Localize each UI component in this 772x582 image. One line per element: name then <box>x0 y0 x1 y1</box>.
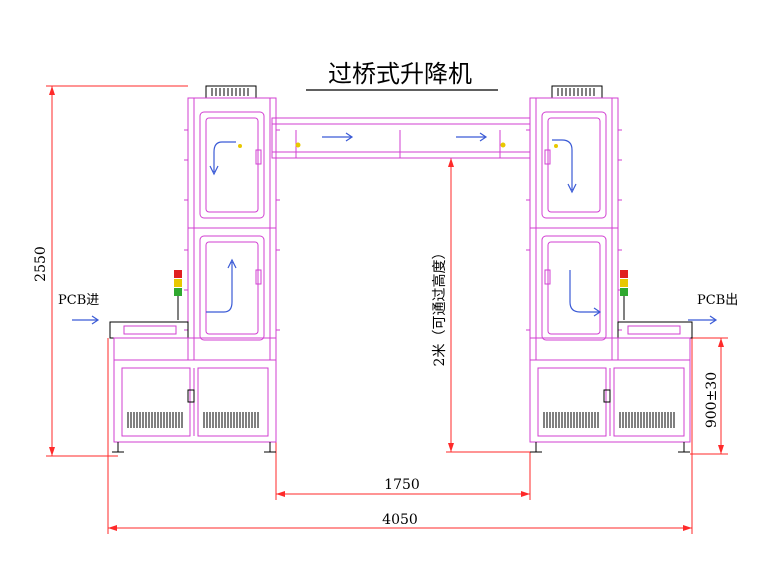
arrowhead <box>276 491 285 497</box>
flow-arrow-icon <box>322 132 354 142</box>
pcb-out-label: PCB出 <box>697 293 738 308</box>
left-sensor-icon <box>238 144 242 148</box>
left-tower-flow <box>206 141 237 313</box>
right-upper-window <box>541 111 607 219</box>
right-lower-window-inner <box>547 241 601 335</box>
sensor-icon <box>295 142 301 148</box>
left-upper-flow-arrow-icon <box>209 141 236 176</box>
arrowhead <box>521 491 530 497</box>
arrowhead <box>718 338 724 347</box>
right-tower-frame <box>529 97 619 361</box>
right-sensor-icon <box>554 144 558 148</box>
sensor-icon <box>500 142 506 148</box>
left-upper-handle <box>255 149 262 165</box>
left-lower-flow-arrow-icon <box>206 258 237 313</box>
bridge-conveyor <box>271 117 531 159</box>
left-base-cabinet <box>113 337 277 443</box>
right-tower-fasteners <box>526 129 622 331</box>
dimension-lines <box>46 85 728 534</box>
right-base-feet <box>530 442 690 453</box>
left-base-latch <box>187 389 195 403</box>
entry-conveyor-belt <box>123 325 177 335</box>
pcb-in-label: PCB进 <box>58 293 99 308</box>
pcb-labels: PCB进 PCB出 <box>58 293 738 325</box>
signal-yellow-icon <box>620 279 628 287</box>
right-tower-flow <box>552 139 602 317</box>
left-tower <box>184 85 280 361</box>
left-terminal-block-b <box>203 412 259 428</box>
right-terminal-block-a <box>543 412 599 428</box>
left-lower-window-inner <box>205 241 259 335</box>
arrowhead <box>49 86 55 95</box>
conveyor-height-text: 900±30 <box>704 372 720 428</box>
bridge-flow-arrows <box>322 132 488 142</box>
left-base-feet <box>112 442 276 453</box>
right-lower-window <box>541 235 607 341</box>
left-base-door-a <box>121 367 191 437</box>
signal-red-icon <box>174 270 182 278</box>
left-tower-fasteners <box>184 129 280 331</box>
left-lower-window <box>199 235 265 341</box>
right-upper-flow-arrow-icon <box>552 139 577 194</box>
bridge-sensors <box>295 142 506 148</box>
clearance-text: 2米（可通过高度） <box>431 246 448 367</box>
title-group: 过桥式升降机 <box>306 60 498 91</box>
left-base-parts <box>127 389 259 428</box>
arrowhead <box>718 445 724 454</box>
arrowhead <box>448 443 454 452</box>
right-base-latch <box>603 389 611 403</box>
left-lower-handle <box>255 269 262 285</box>
total-dim-text: 4050 <box>382 512 418 528</box>
left-tower-frame <box>187 97 277 361</box>
right-lower-flow-arrow-icon <box>569 270 602 317</box>
right-upper-window-inner <box>547 117 601 213</box>
right-base-door-a <box>537 367 607 437</box>
left-base-door-b <box>197 367 269 437</box>
right-fan-grille <box>557 88 595 96</box>
right-lower-handle <box>544 269 551 285</box>
arrowhead <box>49 447 55 456</box>
left-upper-window <box>199 111 265 219</box>
arrowhead <box>448 158 454 167</box>
right-base-frame <box>529 337 691 443</box>
signal-red-icon <box>620 270 628 278</box>
right-signal-light <box>620 270 628 320</box>
signal-green-icon <box>620 288 628 296</box>
right-terminal-block-b <box>619 412 675 428</box>
flow-arrow-icon <box>456 132 488 142</box>
exit-conveyor <box>617 321 693 339</box>
left-fan-grille <box>211 88 249 96</box>
side-conveyors <box>109 321 693 339</box>
drawing-title: 过桥式升降机 <box>328 60 472 88</box>
right-upper-handle <box>544 149 551 165</box>
pcb-out-arrow-icon <box>688 315 718 325</box>
span-dim-text: 1750 <box>384 477 420 493</box>
arrowhead <box>108 525 117 531</box>
left-base-frame <box>113 337 277 443</box>
left-signal-light <box>174 270 182 320</box>
right-tower <box>526 85 622 361</box>
exit-conveyor-belt <box>627 325 681 335</box>
signal-green-icon <box>174 288 182 296</box>
right-base-parts <box>543 389 675 428</box>
left-terminal-block-a <box>127 412 183 428</box>
pcb-in-arrow-icon <box>72 315 100 325</box>
arrowhead <box>683 525 692 531</box>
dimension-arrowheads <box>49 86 724 531</box>
signal-yellow-icon <box>174 279 182 287</box>
right-base-door-b <box>613 367 685 437</box>
left-upper-window-inner <box>205 117 259 213</box>
height-dim-text: 2550 <box>33 246 49 282</box>
dimension-texts: 2550 2米（可通过高度） 900±30 1750 4050 <box>33 246 720 528</box>
